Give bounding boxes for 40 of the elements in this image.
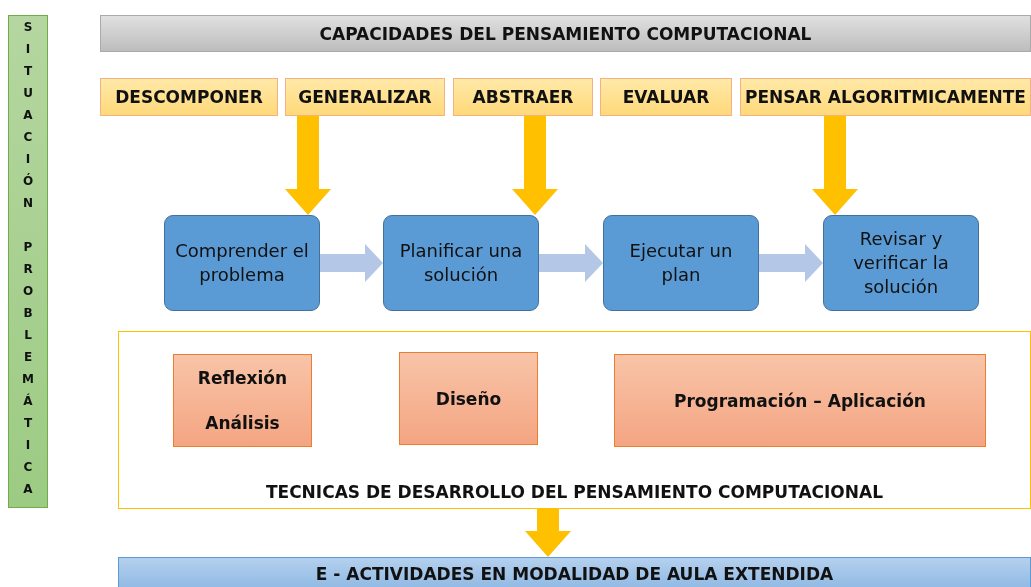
technique-box [614,354,986,447]
block-arrow [525,509,571,557]
technique-text: Reflexión [197,367,288,388]
step-text: Ejecutar un plan [628,238,734,287]
capability-text: PENSAR ALGORITMICAMENTE [745,87,1026,107]
capability-text: EVALUAR [622,87,710,107]
technique-text: Diseño [435,388,502,409]
capability-text: GENERALIZAR [298,87,432,107]
capability-box [740,78,1031,116]
step-text: Revisar y verificar la solución [852,226,950,300]
step-box [164,215,320,311]
technique-box [173,354,312,447]
activity-band [118,557,1031,587]
vertical-banner [8,15,48,508]
capability-text: DESCOMPONER [115,87,263,107]
title-band [100,15,1031,52]
block-arrow [759,244,823,282]
block-arrow [812,116,858,215]
step-text: Planificar una solución [398,238,524,287]
capability-box [100,78,278,116]
activity-text: E - ACTIVIDADES EN MODALIDAD DE AULA EXTENDIDA [315,564,834,584]
step-box [603,215,759,311]
capability-box [285,78,445,116]
banner-text: SITUACIÓN PROBLEMÁTICA [21,19,35,504]
step-box [383,215,539,311]
step-text: Comprender el problema [174,238,310,287]
panel-heading: TECNICAS DE DESARROLLO DEL PENSAMIENTO COMPUTACIONAL [264,482,885,502]
technique-text: Análisis [205,413,280,434]
block-arrow [512,116,558,215]
block-arrow [285,116,331,215]
capability-text: ABSTRAER [472,87,574,107]
technique-text: Programación – Aplicación [674,390,926,411]
capability-box [453,78,593,116]
block-arrow [539,244,603,282]
step-box [823,215,979,311]
title-text: CAPACIDADES DEL PENSAMIENTO COMPUTACIONAL [319,23,812,44]
technique-panel [118,331,1031,509]
capability-box [600,78,732,116]
block-arrow [320,244,383,282]
technique-box [399,352,538,445]
